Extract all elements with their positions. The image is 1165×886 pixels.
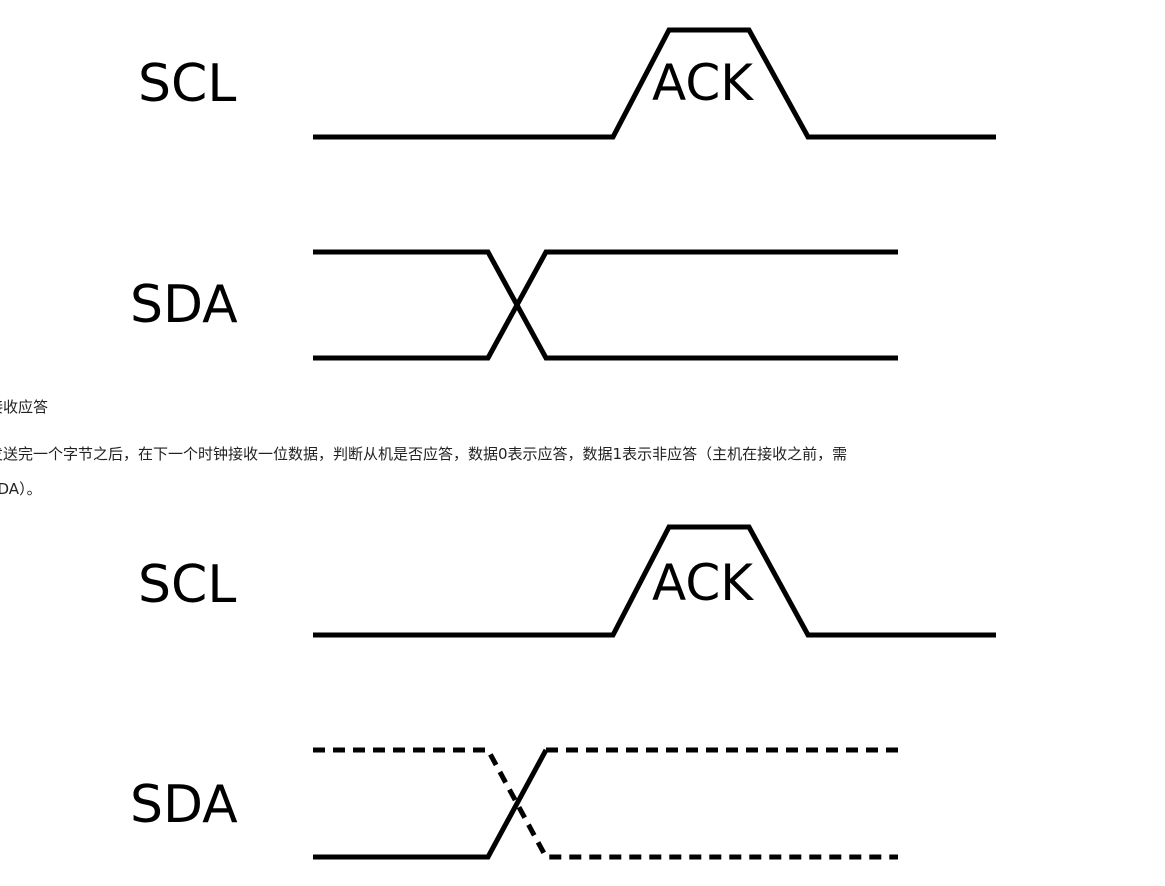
sda-waveform-slave-pull [313, 748, 549, 860]
sda-waveform-released-dashed [313, 747, 898, 860]
scl-label: SCL [138, 54, 236, 114]
ack-label: ACK [652, 554, 754, 612]
timing-diagram-svg: SCL ACK SDA [130, 27, 996, 361]
ack-label: ACK [652, 54, 754, 112]
sda-waveform-rising [313, 249, 898, 361]
sda-waveform-falling [313, 249, 898, 361]
section-heading: 接收应答 [0, 398, 49, 416]
scl-waveform [313, 524, 996, 638]
timing-diagram-receive-ack: SCL ACK SDA [0, 505, 1165, 886]
scl-label: SCL [138, 555, 236, 615]
scl-waveform [313, 27, 996, 140]
paragraph-line-1: 发送完一个字节之后，在下一个时钟接收一位数据，判断从机是否应答，数据0表示应答，… [0, 445, 848, 463]
timing-diagram-svg: SCL ACK SDA [130, 524, 996, 860]
sda-label: SDA [130, 275, 238, 335]
sda-label: SDA [130, 775, 238, 835]
paragraph-line-2: SDA）。 [0, 480, 42, 498]
timing-diagram-send-ack: SCL ACK SDA [0, 0, 1165, 386]
